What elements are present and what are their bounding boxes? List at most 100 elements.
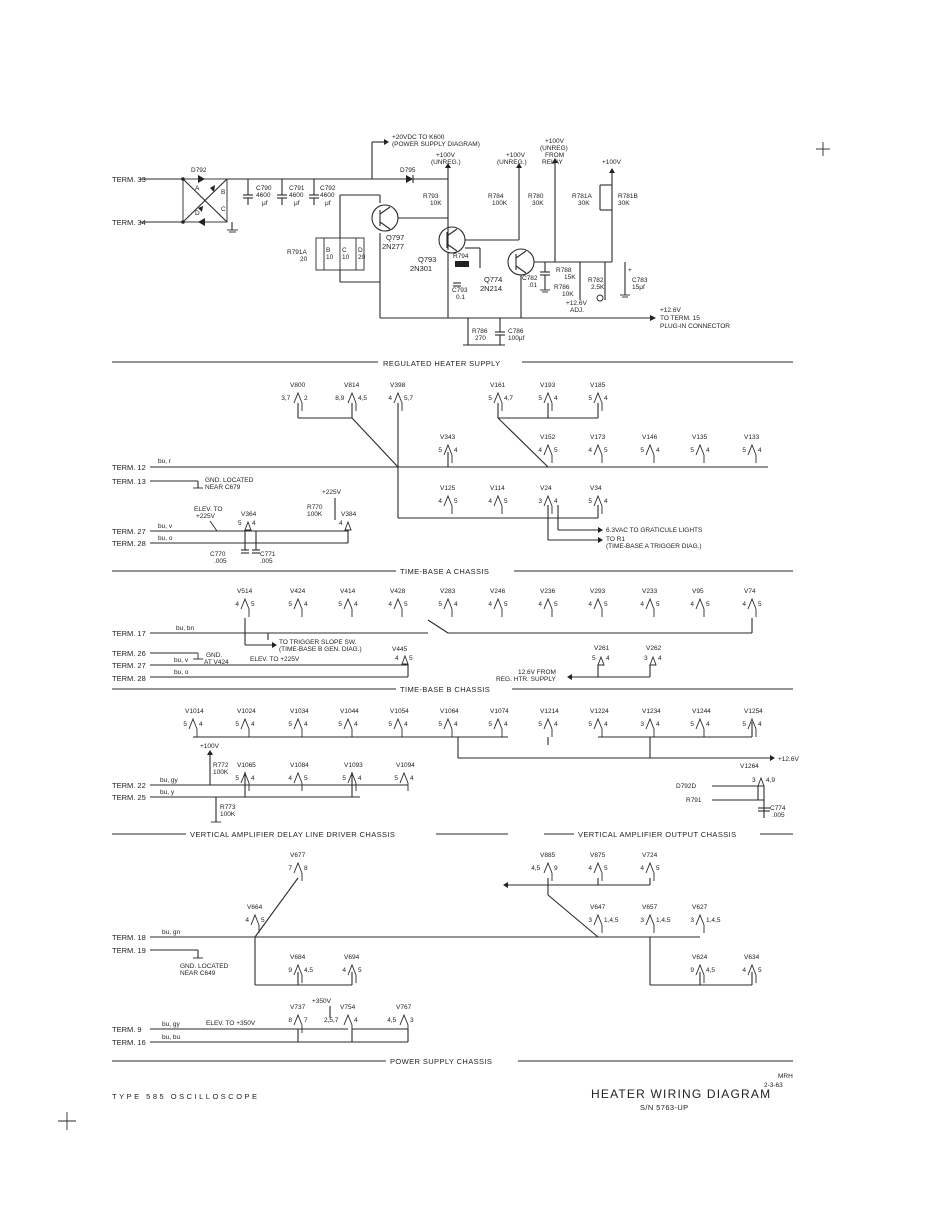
tube-pin-right: 4 xyxy=(554,721,558,728)
svg-text:TERM. 28: TERM. 28 xyxy=(112,539,146,548)
svg-text:μf: μf xyxy=(262,200,268,207)
svg-text:bu, bn: bu, bn xyxy=(176,625,194,632)
section-title-output: VERTICAL AMPLIFIER OUTPUT CHASSIS xyxy=(578,830,737,839)
svg-text:R772: R772 xyxy=(213,762,229,769)
drafter-initials: MRH xyxy=(778,1073,793,1080)
svg-text:(UNREG.): (UNREG.) xyxy=(497,159,527,166)
tube-pin-right: 4 xyxy=(454,447,458,454)
bridge-rectifier-d792 xyxy=(181,175,228,226)
tube-pin-left: 5 xyxy=(235,721,239,728)
svg-text:bu, y: bu, y xyxy=(160,789,175,796)
tube-pin-left: 4 xyxy=(488,498,492,505)
tube-pin-left: 4 xyxy=(742,967,746,974)
tube-pin-left: 5 xyxy=(388,721,392,728)
svg-text:270: 270 xyxy=(475,335,486,342)
tube-pin-right: 4 xyxy=(354,1017,358,1024)
svg-text:bu, v: bu, v xyxy=(158,523,173,530)
regulated-heater-supply: TERM. 33 TERM. 34 D792 A B D C xyxy=(112,134,730,346)
tube-name: V647 xyxy=(590,904,606,911)
tube-name: V627 xyxy=(692,904,708,911)
tube-pin-right: 4 xyxy=(554,395,558,402)
tube-name: V283 xyxy=(440,588,456,595)
svg-text:bu, v: bu, v xyxy=(174,657,189,664)
svg-text:4: 4 xyxy=(395,655,399,662)
svg-text:10K: 10K xyxy=(430,200,442,207)
tube-pin-right: 1,4,5 xyxy=(656,917,671,924)
term-12-label: TERM. 12 xyxy=(112,463,146,472)
tube-name: V414 xyxy=(340,588,356,595)
svg-text:+100V: +100V xyxy=(436,152,456,159)
tube-pin-right: 5 xyxy=(504,498,508,505)
svg-text:C774: C774 xyxy=(770,805,786,812)
svg-text:TERM. 16: TERM. 16 xyxy=(112,1038,146,1047)
tube-pin-right: 4 xyxy=(251,775,255,782)
tube-pin-right: 4,5 xyxy=(304,967,313,974)
tube-pin-right: 4 xyxy=(504,721,508,728)
svg-text:3: 3 xyxy=(752,777,756,784)
svg-text:+100V: +100V xyxy=(602,159,622,166)
tube-pin-left: 5 xyxy=(488,395,492,402)
svg-text:2N214: 2N214 xyxy=(480,284,502,293)
tube-name: V724 xyxy=(642,852,658,859)
svg-text:D: D xyxy=(195,210,200,217)
tube-pin-right: 4,7 xyxy=(504,395,513,402)
term-34-label: TERM. 34 xyxy=(112,218,146,227)
tube-pin-right: 5 xyxy=(261,917,265,924)
tube-name: V875 xyxy=(590,852,606,859)
svg-text:Q797: Q797 xyxy=(386,233,404,242)
tube-pin-left: 5 xyxy=(588,498,592,505)
tube-pin-right: 4 xyxy=(404,721,408,728)
svg-text:ELEV. TO +350V: ELEV. TO +350V xyxy=(206,1020,256,1027)
tube-pin-right: 1,4,5 xyxy=(604,917,619,924)
svg-text:bu, gy: bu, gy xyxy=(160,777,178,784)
tube-pin-left: 4 xyxy=(488,601,492,608)
tube-name: V1065 xyxy=(237,762,256,769)
tube-pin-left: 4 xyxy=(742,601,746,608)
svg-text:V1264: V1264 xyxy=(740,763,759,770)
tube-pin-left: 4 xyxy=(588,601,592,608)
section-title-regulated: REGULATED HEATER SUPPLY xyxy=(383,359,501,368)
tube-pin-right: 5 xyxy=(358,967,362,974)
tube-name: V34 xyxy=(590,485,602,492)
tube-pin-left: 4 xyxy=(640,601,644,608)
svg-text:REG. HTR. SUPPLY: REG. HTR. SUPPLY xyxy=(496,676,557,683)
svg-text:μf: μf xyxy=(325,200,331,207)
time-base-a-chassis: TERM. 12 bu, r TERM. 13 GND. LOCATEDNEAR… xyxy=(112,403,768,565)
svg-text:bu, o: bu, o xyxy=(174,669,189,676)
svg-text:.005: .005 xyxy=(772,812,785,819)
svg-text:bu, gy: bu, gy xyxy=(162,1021,180,1028)
svg-text:+350V: +350V xyxy=(312,998,332,1005)
tube-pin-left: 8 xyxy=(288,1017,292,1024)
tube-name: V814 xyxy=(344,382,360,389)
svg-text:NEAR C679: NEAR C679 xyxy=(205,484,241,491)
tube-pin-right: 5 xyxy=(251,601,255,608)
svg-text:bu, bu: bu, bu xyxy=(162,1034,180,1041)
tube-pin-left: 9 xyxy=(690,967,694,974)
svg-text:R786: R786 xyxy=(554,284,570,291)
svg-text:TERM. 19: TERM. 19 xyxy=(112,946,146,955)
svg-text:Q774: Q774 xyxy=(484,275,502,284)
tube-pin-right: 4 xyxy=(410,775,414,782)
svg-text:TERM. 28: TERM. 28 xyxy=(112,674,146,683)
tube-pin-right: 5 xyxy=(604,865,608,872)
svg-text:bu, gn: bu, gn xyxy=(162,929,180,936)
tube-name: V1014 xyxy=(185,708,204,715)
tube-pin-right: 4 xyxy=(199,721,203,728)
svg-text:20: 20 xyxy=(300,256,308,263)
tube-pin-right: 4 xyxy=(454,601,458,608)
svg-text:4600: 4600 xyxy=(320,192,335,199)
tube-pin-right: 5 xyxy=(504,601,508,608)
